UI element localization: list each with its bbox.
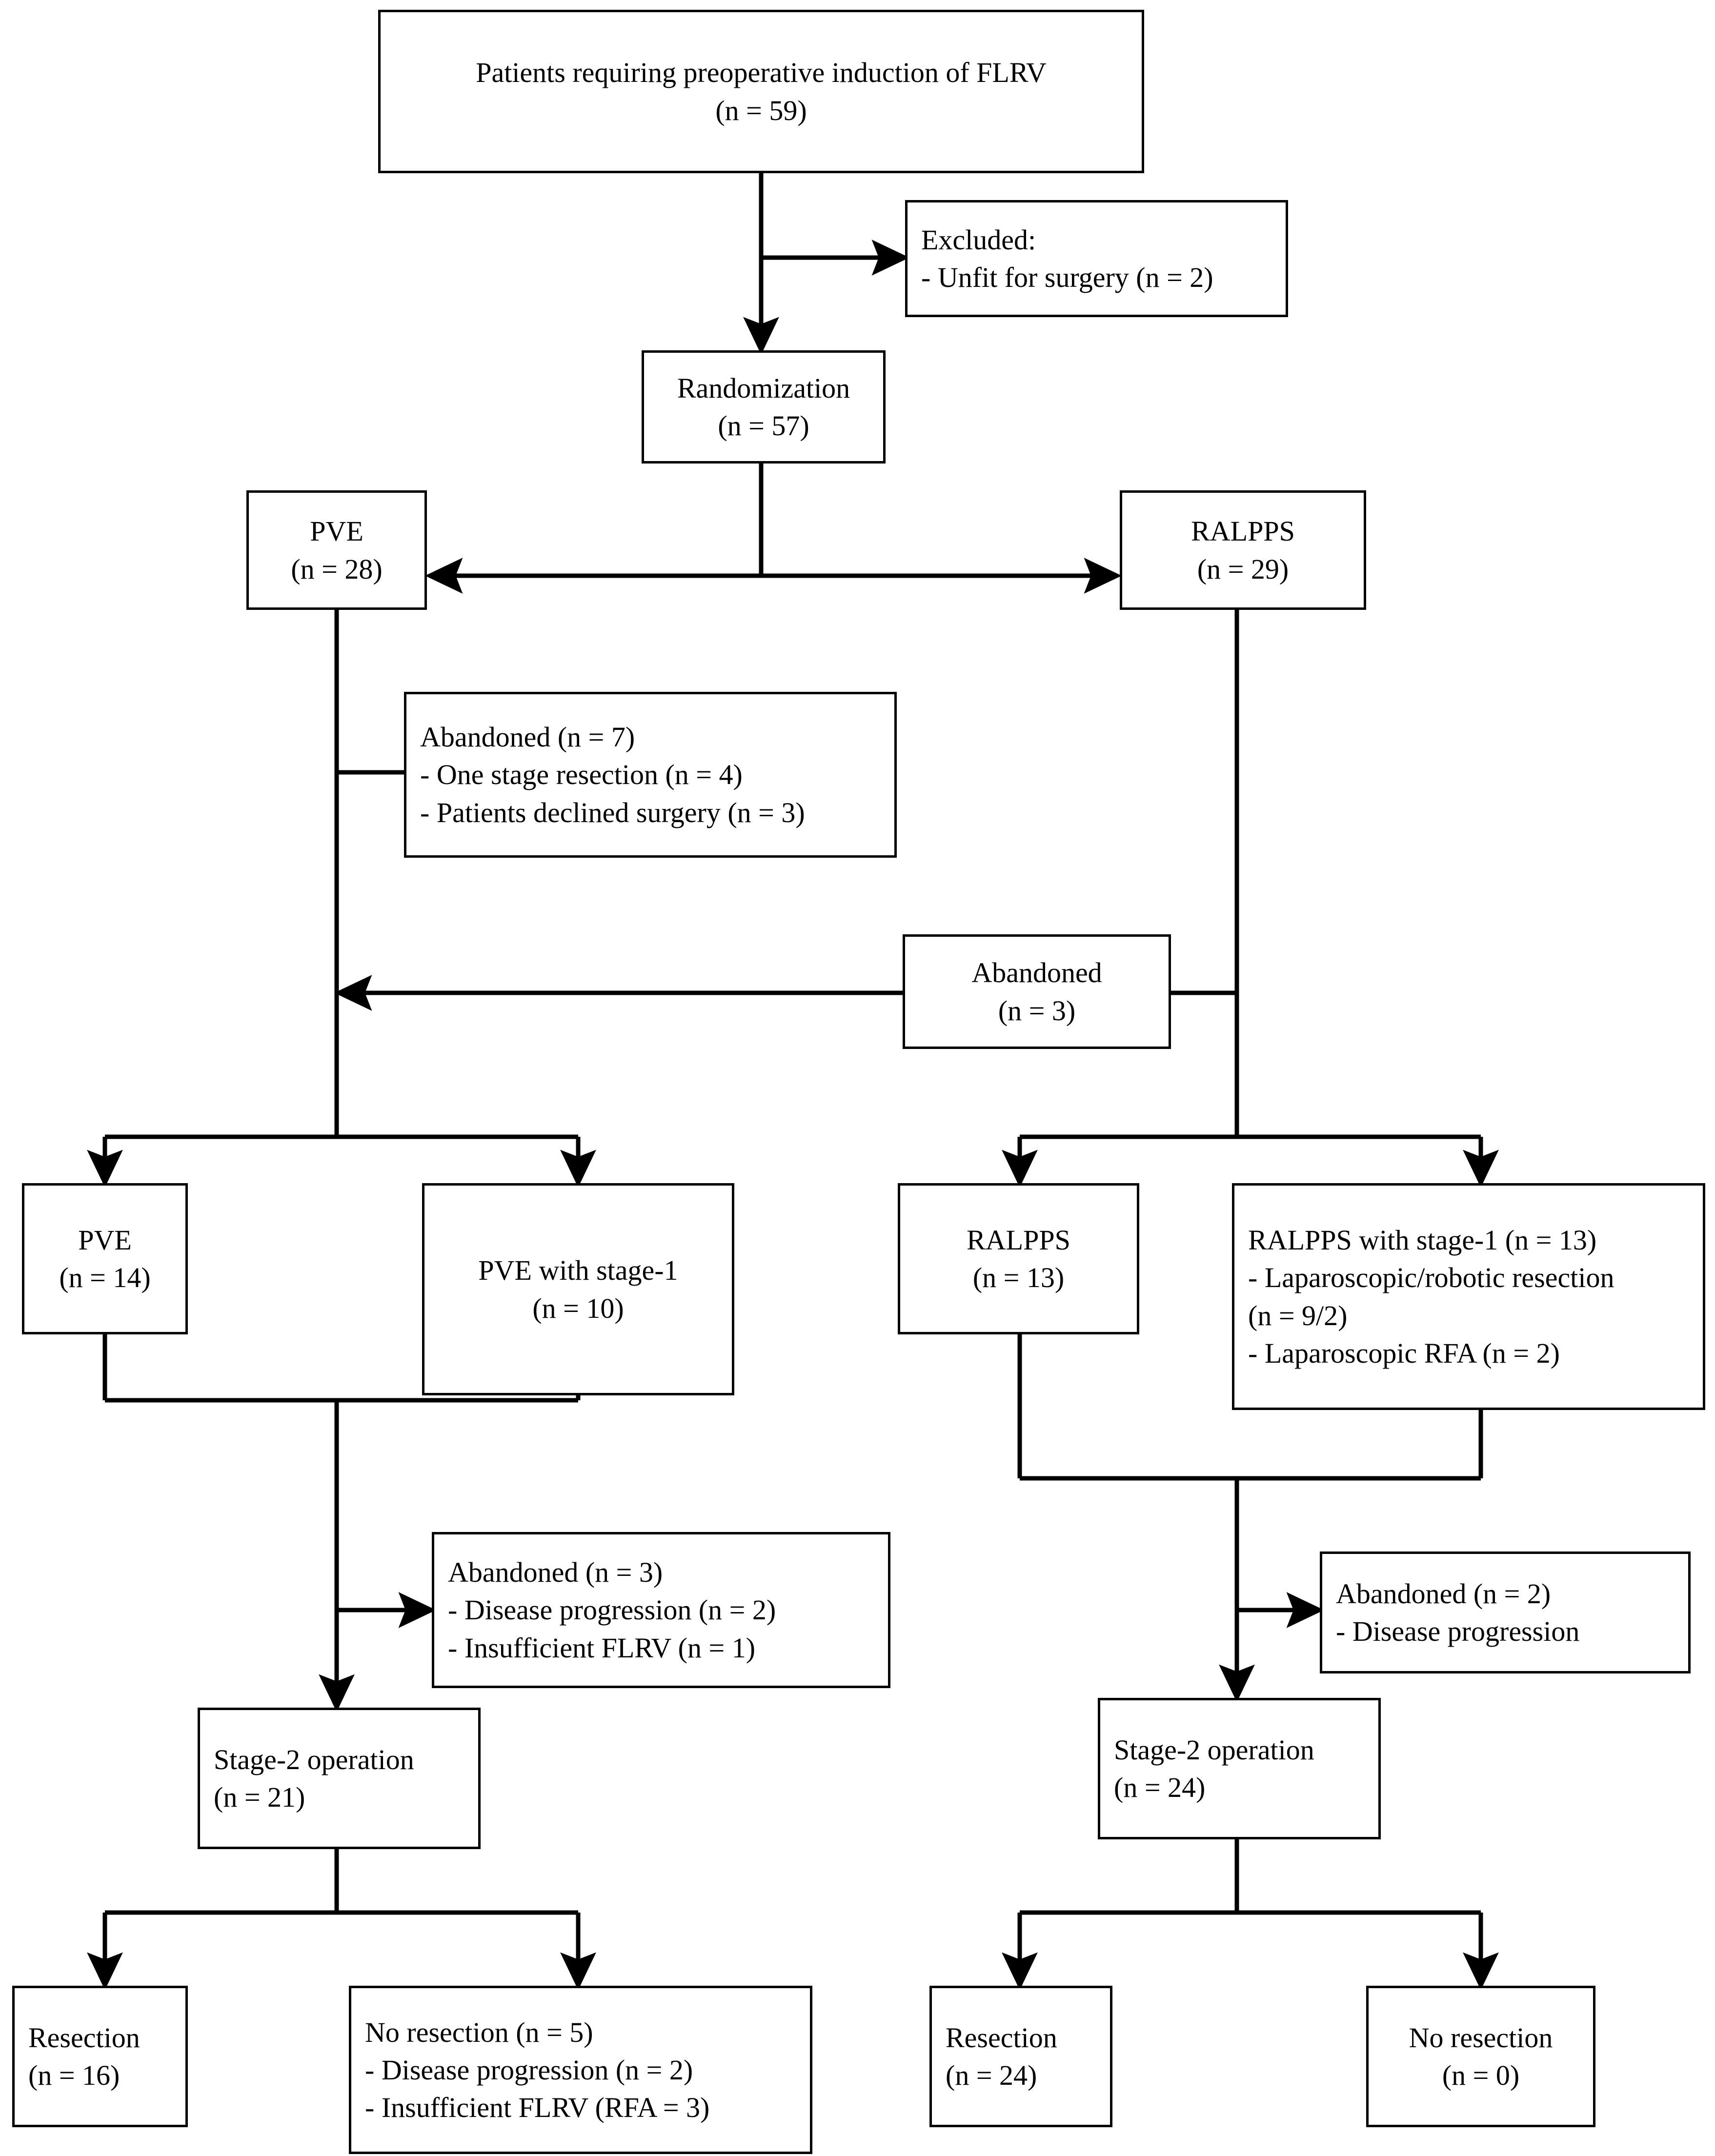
node-ralpps-stage1-13-line-4: - Laparoscopic RFA (n = 2)	[1248, 1337, 1560, 1369]
node-pve-arm-line-1: PVE	[310, 515, 363, 547]
node-abandoned-left-3-line-3: - Insufficient FLRV (n = 1)	[448, 1632, 756, 1664]
node-abandoned-ralpps-3-line-1: Abandoned	[971, 957, 1102, 989]
node-abandoned-left-3: Abandoned (n = 3) - Disease progression …	[432, 1532, 890, 1688]
node-no-resection-left: No resection (n = 5) - Disease progressi…	[349, 1986, 812, 2154]
node-ralpps-stage1-13-line-2: - Laparoscopic/robotic resection	[1248, 1262, 1614, 1294]
node-randomization-line-1: Randomization	[677, 372, 850, 404]
node-no-resection-right-line-2: (n = 0)	[1442, 2059, 1520, 2091]
node-enrolled: Patients requiring preoperative inductio…	[378, 10, 1144, 173]
node-stage2-right-line-2: (n = 24)	[1114, 1772, 1206, 1803]
node-ralpps-stage1-13-line-1: RALPPS with stage-1 (n = 13)	[1248, 1224, 1597, 1256]
node-ralpps-13-line-2: (n = 13)	[972, 1262, 1065, 1293]
node-excluded: Excluded: - Unfit for surgery (n = 2)	[905, 200, 1288, 317]
node-abandoned-pve-7: Abandoned (n = 7) - One stage resection …	[404, 692, 897, 858]
node-pve-14: PVE (n = 14)	[22, 1183, 188, 1334]
node-no-resection-left-line-3: - Insufficient FLRV (RFA = 3)	[365, 2092, 710, 2124]
node-abandoned-right-2-line-1: Abandoned (n = 2)	[1336, 1577, 1551, 1610]
node-resection-left-line-2: (n = 16)	[28, 2059, 120, 2091]
node-randomization: Randomization (n = 57)	[642, 350, 886, 463]
node-abandoned-pve-7-line-1: Abandoned (n = 7)	[420, 721, 635, 753]
node-enrolled-line-1: Patients requiring preoperative inductio…	[476, 57, 1047, 89]
node-pve-stage1-10: PVE with stage-1 (n = 10)	[422, 1183, 734, 1395]
node-resection-left: Resection (n = 16)	[12, 1986, 188, 2127]
node-ralpps-arm-line-1: RALPPS	[1191, 515, 1295, 547]
node-ralpps-stage1-13-line-3: (n = 9/2)	[1248, 1299, 1348, 1331]
node-abandoned-ralpps-3: Abandoned (n = 3)	[903, 934, 1171, 1049]
node-abandoned-right-2-line-2: - Disease progression	[1336, 1615, 1580, 1647]
node-abandoned-ralpps-3-line-2: (n = 3)	[998, 994, 1076, 1027]
node-resection-right-line-1: Resection	[946, 2021, 1057, 2054]
node-ralpps-stage1-13: RALPPS with stage-1 (n = 13) - Laparosco…	[1232, 1183, 1705, 1410]
node-pve-arm-line-2: (n = 28)	[291, 553, 383, 585]
node-resection-left-line-1: Resection	[28, 2021, 140, 2054]
node-pve-14-line-1: PVE	[78, 1224, 132, 1256]
node-ralpps-13: RALPPS (n = 13)	[898, 1183, 1139, 1334]
node-pve-stage1-10-line-1: PVE with stage-1	[478, 1254, 678, 1287]
node-stage2-left-line-1: Stage-2 operation	[214, 1743, 414, 1775]
node-pve-arm: PVE (n = 28)	[246, 490, 427, 610]
node-stage2-left-line-2: (n = 21)	[214, 1781, 305, 1813]
node-pve-14-line-2: (n = 14)	[59, 1262, 151, 1293]
node-no-resection-right-line-1: No resection	[1409, 2021, 1553, 2054]
node-stage2-right-line-1: Stage-2 operation	[1114, 1733, 1314, 1766]
node-randomization-line-2: (n = 57)	[718, 410, 809, 442]
node-ralpps-arm-line-2: (n = 29)	[1197, 553, 1289, 585]
node-no-resection-left-line-1: No resection (n = 5)	[365, 2016, 593, 2048]
node-abandoned-pve-7-line-2: - One stage resection (n = 4)	[420, 759, 743, 791]
node-resection-right-line-2: (n = 24)	[946, 2059, 1037, 2091]
node-ralpps-arm: RALPPS (n = 29)	[1120, 490, 1366, 610]
node-stage2-right: Stage-2 operation (n = 24)	[1098, 1698, 1381, 1839]
node-no-resection-left-line-2: - Disease progression (n = 2)	[365, 2054, 693, 2086]
node-pve-stage1-10-line-2: (n = 10)	[532, 1292, 624, 1324]
node-excluded-line-2: - Unfit for surgery (n = 2)	[921, 262, 1213, 293]
node-ralpps-13-line-1: RALPPS	[967, 1224, 1070, 1256]
node-abandoned-pve-7-line-3: - Patients declined surgery (n = 3)	[420, 796, 805, 828]
node-enrolled-line-2: (n = 59)	[715, 94, 807, 126]
node-stage2-left: Stage-2 operation (n = 21)	[198, 1708, 481, 1849]
node-excluded-line-1: Excluded:	[921, 223, 1036, 256]
node-abandoned-left-3-line-1: Abandoned (n = 3)	[448, 1556, 663, 1589]
node-resection-right: Resection (n = 24)	[929, 1986, 1112, 2127]
node-no-resection-right: No resection (n = 0)	[1366, 1986, 1595, 2127]
node-abandoned-right-2: Abandoned (n = 2) - Disease progression	[1320, 1552, 1691, 1673]
node-abandoned-left-3-line-2: - Disease progression (n = 2)	[448, 1594, 776, 1626]
